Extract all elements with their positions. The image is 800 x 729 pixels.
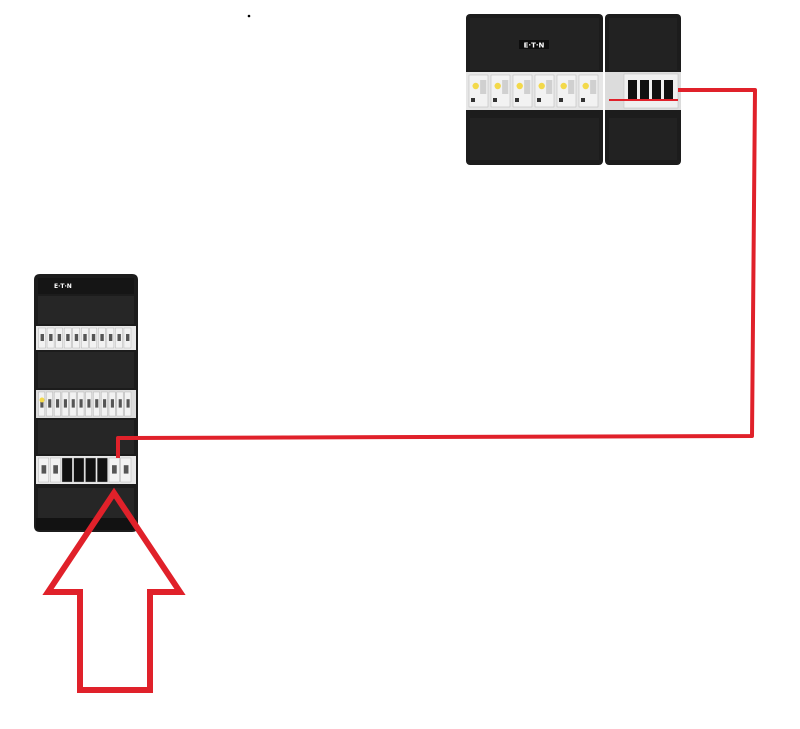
main-panel-cover-2 [38,352,134,388]
rcd-breaker-module [534,74,555,108]
circuit-breaker [100,391,108,417]
circuit-breaker [85,391,93,417]
circuit-breaker [73,457,85,483]
circuit-breaker [46,391,53,417]
rcd-breaker-module [578,74,599,108]
circuit-breaker [72,327,80,349]
main-switch-pole [664,80,673,100]
main-panel-cover-1 [38,296,134,324]
rcd-breaker-module [556,74,577,108]
circuit-breaker [85,457,96,483]
sub-panel-top-cover-right [609,18,677,70]
circuit-breaker [61,391,69,417]
circuit-breaker [38,327,46,349]
circuit-breaker [108,391,116,417]
main-panel-header [38,278,134,294]
circuit-breaker [46,327,55,349]
cable-line [116,88,757,458]
circuit-breaker [108,457,120,483]
circuit-breaker [63,327,72,349]
sub-panel-logo: E·T·N [524,42,545,50]
incoming-supply-arrow [42,487,186,693]
circuit-breaker [98,327,106,349]
circuit-breaker [115,327,123,349]
sub-panel-logo-plate [519,40,549,49]
circuit-breaker [116,391,124,417]
stray-dot [247,14,251,18]
circuit-breaker [123,327,132,349]
circuit-breaker [69,391,77,417]
circuit-breaker [38,391,46,417]
sub-panel-bottom-cover [470,118,599,160]
rcd-dial [39,397,45,403]
circuit-breaker [93,391,100,417]
circuit-breaker [124,391,132,417]
sub-distribution-panel: E·T·N [466,14,681,165]
sub-panel-bottom-cover-right [609,118,677,160]
circuit-breaker [106,327,115,349]
main-panel-base [36,518,136,530]
main-distribution-panel: E·T·N [34,274,138,532]
circuit-breaker [55,327,63,349]
main-panel-logo: E·T·N [54,283,72,290]
circuit-breaker [81,327,89,349]
rcd-breaker-module [512,74,533,108]
rcd-breaker-module [468,74,489,108]
circuit-breaker [97,457,108,483]
main-switch-pole [640,80,649,100]
rcd-breaker-module [490,74,511,108]
circuit-breaker [89,327,98,349]
connecting-cable [116,88,757,458]
sub-panel-main-switch [623,73,679,109]
circuit-breaker [53,391,61,417]
circuit-breaker [77,391,85,417]
circuit-breaker [61,457,73,483]
circuit-breaker [50,457,61,483]
main-switch-pole [652,80,661,100]
circuit-breaker [38,457,49,483]
main-switch-pole [628,80,637,100]
circuit-breaker [120,457,132,483]
